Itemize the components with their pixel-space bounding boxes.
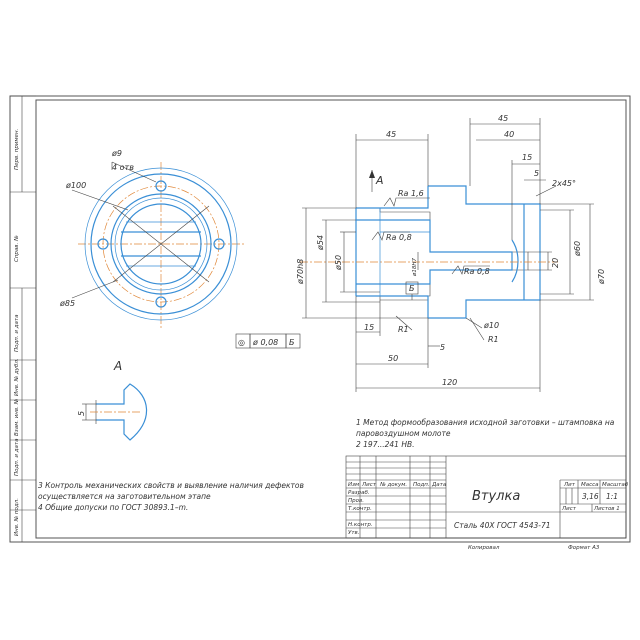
tolerance-frame: ◎ ø 0,08 Б (235, 333, 301, 349)
dim-50-bottom: 50 (388, 354, 398, 363)
tb-role-6: Утв. (348, 530, 360, 536)
tb-sheet: Лист (561, 506, 577, 512)
tol-datum: Б (289, 338, 295, 347)
hole-count-label: 4 отв (112, 163, 134, 172)
tb-role-3: Т.контр. (348, 506, 372, 512)
view-marker: А (375, 174, 384, 187)
dim-5-bottom: 5 (440, 343, 445, 352)
hole-dia-label: ø9 (111, 149, 122, 158)
ra-16: Ra 1,6 (398, 189, 424, 198)
dim-15-top: 15 (522, 153, 532, 162)
dim-d60: ø60 (573, 241, 582, 257)
dim-40: 40 (504, 130, 514, 139)
part-name: Втулка (472, 489, 520, 504)
dim-120: 120 (442, 378, 457, 387)
material: Сталь 40Х ГОСТ 4543-71 (454, 521, 551, 530)
tb-row-izm: Изм (348, 482, 359, 488)
detail-label: А (113, 359, 122, 373)
chamfer-label: 2х45° (552, 179, 576, 188)
side-label-2: Справ. № (14, 235, 20, 262)
dim-45-top: 45 (386, 130, 396, 139)
tol-symbol: ◎ (238, 338, 245, 347)
note-right-2: паровоздушном молоте (356, 429, 451, 438)
tb-row-podp: Подп. (413, 482, 430, 488)
outer-frame (9, 95, 631, 543)
datum-label: Б (409, 284, 415, 293)
tb-role-5: Н.контр. (348, 522, 373, 528)
note-right-3: 2 197...241 НВ. (356, 440, 415, 449)
dim-d10: ø10 (483, 321, 499, 330)
tb-role-2: Пров. (348, 498, 364, 504)
r1-b: R1 (488, 335, 499, 344)
notes-right: 1 Метод формообразования исходной загото… (356, 418, 615, 449)
detail-a: А 5 (77, 359, 148, 441)
tb-scale: Масштаб (602, 482, 629, 488)
notes-left: 3 Контроль механических свойств и выявле… (38, 481, 304, 512)
tol-value: ø 0,08 (252, 338, 278, 347)
dim-15-bottom: 15 (364, 323, 374, 332)
dim-d54: ø54 (316, 235, 325, 251)
tb-sheets: Листов 1 (593, 506, 620, 512)
r1-a: R1 (398, 325, 409, 334)
tb-mass-value: 3,16 (582, 492, 599, 501)
dim-45-top-right: 45 (498, 114, 508, 123)
dim-d70h8: ø70h8 (296, 259, 305, 285)
tb-copied: Копировал (468, 545, 500, 551)
side-label-1: Перв. примен. (14, 128, 20, 170)
side-label-6: Подп. и дата (14, 438, 20, 476)
dim-20: 20 (551, 258, 560, 268)
tb-format: Формат А3 (568, 545, 600, 551)
tb-role-1: Разраб. (348, 490, 370, 496)
detail-dim: 5 (77, 411, 86, 416)
section-view: А 45 45 40 15 5 2х45° Ra 1,6 Ra 0,8 Ra 0… (296, 114, 606, 392)
tb-lit: Лит (563, 482, 576, 488)
tb-row-date: Дата (431, 482, 447, 488)
note-right-1: 1 Метод формообразования исходной загото… (356, 418, 615, 427)
side-label-5: Взам. инв. № (14, 398, 20, 436)
inner-frame (35, 99, 627, 539)
title-block: Изм Лист № докум. Подп. Дата Разраб. Про… (345, 455, 629, 551)
dim-5-top: 5 (534, 169, 539, 178)
note-left-1: 3 Контроль механических свойств и выявле… (38, 481, 304, 490)
tb-row-list: Лист (361, 482, 377, 488)
tb-mass: Масса (581, 482, 599, 488)
ra-08-a: Ra 0,8 (386, 233, 412, 242)
tb-scale-value: 1:1 (606, 492, 618, 501)
ra-08-b: Ra 0,8 (464, 267, 490, 276)
note-left-3: 4 Общие допуски по ГОСТ 30893.1–m. (38, 503, 188, 512)
front-view: ø9 4 отв ø100 ø85 (59, 149, 244, 330)
side-label-4: Инв. № дубл. (14, 358, 20, 396)
dim-d50: ø50 (334, 255, 343, 271)
tb-row-doc: № докум. (379, 482, 407, 488)
side-label-3: Подп. и дата (14, 314, 20, 352)
side-label-7: Инв. № подл. (14, 498, 20, 536)
side-strip: Перв. примен. Справ. № Подп. и дата Инв.… (10, 95, 36, 542)
note-left-2: осуществляется на заготовительном этапе (38, 492, 211, 501)
bolt-circle-label: ø100 (65, 181, 86, 190)
dim-d18: ø18H7 (412, 258, 418, 277)
outer-dia-label: ø85 (59, 299, 75, 308)
dim-d70: ø70 (597, 269, 606, 285)
